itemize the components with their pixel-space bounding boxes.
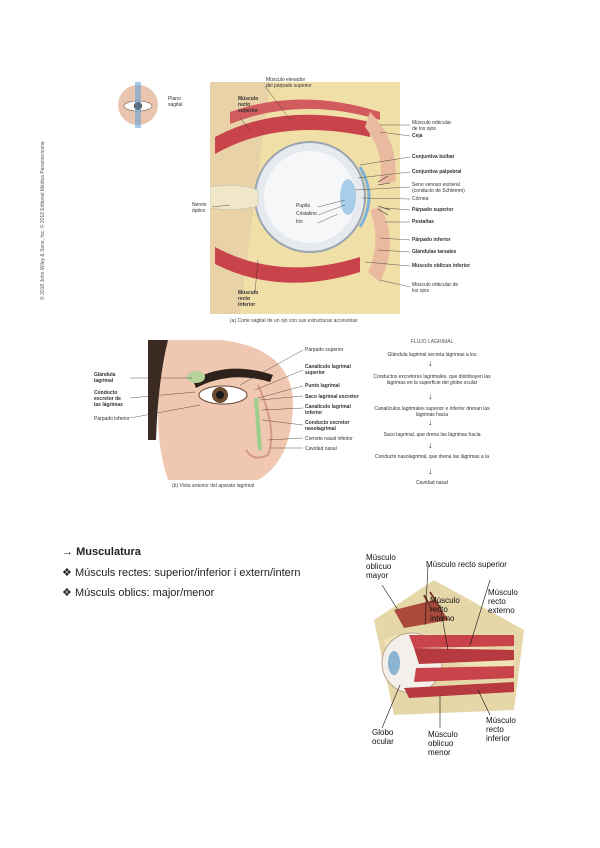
heading-text: Musculatura xyxy=(76,546,141,558)
flow-arrow-1: ↓ xyxy=(428,358,433,368)
label-cristalino: Cristalino xyxy=(296,211,317,217)
label-punto: Punto lagrimal xyxy=(305,383,340,389)
label-recto-ext: Músculo recto externo xyxy=(488,588,518,615)
label-cornete: Cornete nasal inferior xyxy=(305,436,353,442)
label-conj-palpebral: Conjuntiva palpebral xyxy=(412,169,462,175)
label-orbicular-inf: Músculo orbicular de los ojos xyxy=(412,282,459,294)
label-recto-superior: Músculo recto superior xyxy=(238,96,259,114)
label-glandula: Glándula lagrimal xyxy=(94,372,116,384)
bullet-item: ❖ Músculs rectes: superior/inferior i ex… xyxy=(62,566,301,579)
label-obl-inf: Músculo oblicuo inferior xyxy=(412,263,471,269)
label-parpado-inf: Párpado inferior xyxy=(412,237,451,243)
label-recto-int: Músculo recto interno xyxy=(430,596,460,623)
label-recto-sup-c: Músculo recto superior xyxy=(426,560,507,569)
label-cornea: Córnea xyxy=(412,196,429,202)
extraocular-muscles-illustration xyxy=(374,580,524,715)
label-ceja: Ceja xyxy=(412,133,423,139)
label-nasolagrimal: Conducto excretor nasolagrimal xyxy=(305,420,350,432)
figure-b-caption: (b) Vista anterior del aparato lagrimal xyxy=(172,483,255,489)
flow-arrow-2: ↓ xyxy=(428,391,433,401)
flow-step-4: Saco lagrimal, que drena las lágrimas ha… xyxy=(383,432,481,438)
arrow-icon: → xyxy=(62,546,73,558)
label-can-inf: Canalículo lagrimal inferior xyxy=(305,404,351,416)
label-parpado-inf-b: Párpado inferior xyxy=(94,416,130,422)
label-cavidad: Cavidad nasal xyxy=(305,446,337,452)
label-saco: Saco lagrimal excretor xyxy=(305,394,359,400)
label-can-sup: Canalículo lagrimal superior xyxy=(305,364,351,376)
flow-arrow-3: ↓ xyxy=(428,417,433,427)
figure-a-caption: (a) Corte sagital de un ojo con sus estr… xyxy=(230,318,358,324)
flow-step-5: Conducto nasolagrimal, que drena las lág… xyxy=(375,454,489,460)
bullet-text: Músculs rectes: superior/inferior i exte… xyxy=(74,567,301,579)
sagittal-plane-thumbnail xyxy=(118,82,158,128)
bullet-text: Músculs oblics: major/menor xyxy=(74,587,215,599)
label-elevador: Músculo elevador del párpado superior xyxy=(266,77,312,89)
bullet-item: ❖ Músculs oblics: major/menor xyxy=(62,586,214,599)
thumb-label: Plano sagital xyxy=(168,96,183,108)
diamond-bullet-icon: ❖ xyxy=(62,567,72,579)
label-pupila: Pupila xyxy=(296,203,310,209)
label-recto-inf-c: Músculo recto inferior xyxy=(486,716,516,743)
label-iris: Iris xyxy=(296,219,303,225)
label-globo: Globo ocular xyxy=(372,728,394,746)
label-parpado-sup-b: Párpado superior xyxy=(305,347,344,353)
label-conj-bulbar: Conjuntiva bulbar xyxy=(412,154,455,160)
flow-arrow-5: ↓ xyxy=(428,466,433,476)
label-obl-menor: Músculo oblicuo menor xyxy=(428,730,458,757)
label-recto-inferior: Músculo recto inferior xyxy=(238,290,259,308)
flow-step-2: Conductos excretores lagrimales, que dis… xyxy=(373,374,491,386)
label-pestanas: Pestañas xyxy=(412,219,434,225)
diamond-bullet-icon: ❖ xyxy=(62,587,72,599)
label-seno: Seno venoso escleral (conducto de Schlem… xyxy=(412,182,465,194)
label-glandulas: Glándulas tarsales xyxy=(412,249,457,255)
label-parpado-sup: Párpado superior xyxy=(412,207,454,213)
label-obl-mayor: Músculo oblicuo mayor xyxy=(366,553,396,580)
flow-step-3: Canalículos lagrimales superior e inferi… xyxy=(374,406,490,418)
heading-musculatura: → Musculatura xyxy=(62,546,141,558)
label-nervio: Nervio óptico xyxy=(192,202,207,214)
flow-arrow-4: ↓ xyxy=(428,440,433,450)
flow-title: FLUJO LAGRIMAL xyxy=(410,339,454,345)
flow-step-6: Cavidad nasal xyxy=(416,480,448,486)
label-orbicular-sup: Músculo orbicular de los ojos xyxy=(412,120,452,132)
face-illustration xyxy=(148,340,293,480)
label-conductos: Conducto excretor de las lágrimas xyxy=(94,390,123,408)
flow-step-1: Glándula lagrimal secreta lágrimas a los xyxy=(387,352,477,358)
